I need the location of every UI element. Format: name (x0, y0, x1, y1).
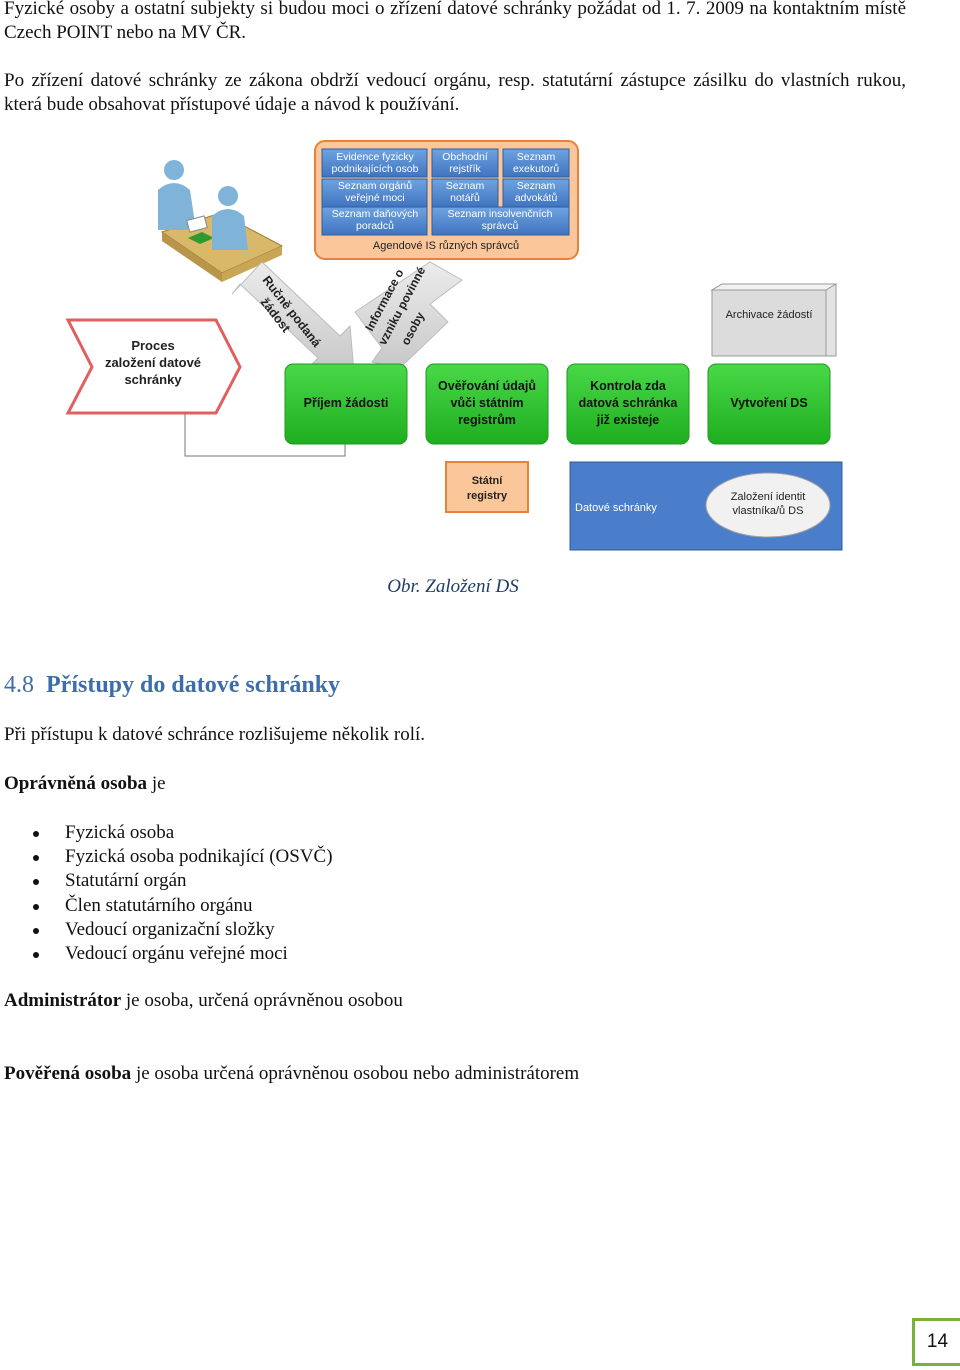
opravnena-rest: je (147, 773, 166, 794)
step-2-line3: registrům (458, 413, 516, 427)
poverena-term: Pověřená osoba (4, 1063, 132, 1084)
registry-3-line2: exekutorů (513, 163, 559, 175)
archive-label: Archivace žádostí (726, 309, 813, 321)
identity-line1: Založení identit (731, 491, 806, 503)
intro-paragraph-2: Po zřízení datové schránky ze zákona obd… (4, 70, 906, 115)
registry-2-line1: Obchodní (442, 151, 488, 163)
section-heading: 4.8 Přístupy do datové schránky (4, 672, 340, 699)
figure-caption: Obr. Založení DS (387, 576, 519, 597)
process-label-line3: schránky (124, 372, 182, 387)
administrator-rest: je osoba, určená oprávněnou osobou (121, 990, 403, 1011)
step-overovani (425, 363, 549, 445)
registry-2-line2: rejstřík (449, 163, 481, 175)
administrator-definition: Administrátor je osoba, určená oprávněno… (4, 990, 403, 1012)
opravnena-term: Oprávněná osoba (4, 773, 148, 794)
ds-process-diagram: Evidence fyzicky podnikajících osob Obch… (65, 140, 843, 551)
identity-ellipse (705, 472, 831, 538)
poverena-definition: Pověřená osoba je osoba určená oprávněno… (4, 1063, 579, 1085)
list-item: Statutární orgán (4, 869, 333, 893)
registry-7-line1: Seznam daňových (332, 208, 419, 220)
registry-5-line2: notářů (450, 192, 480, 204)
roles-list: Fyzická osoba Fyzická osoba podnikající … (4, 821, 333, 966)
section-number: 4.8 (4, 672, 34, 698)
registry-6-line2: advokátů (515, 192, 558, 204)
step-4-text: Vytvoření DS (730, 396, 807, 410)
state-registers-line1: Státní (472, 475, 504, 487)
page-number: 14 (912, 1318, 960, 1366)
step-1-text: Příjem žádosti (304, 396, 389, 410)
poverena-rest: je osoba určená oprávněnou osobou nebo a… (131, 1063, 580, 1084)
registry-5-line1: Seznam (446, 180, 485, 192)
registry-8-line2: správců (482, 220, 519, 232)
step-3-line1: Kontrola zda (590, 379, 667, 393)
step-2-line2: vůči státním (451, 396, 524, 410)
datove-schranky-label: Datové schránky (575, 502, 657, 514)
identity-line2: vlastníka/ů DS (733, 505, 804, 517)
registry-3-line1: Seznam (517, 151, 556, 163)
step-kontrola (566, 363, 690, 445)
registry-1-line2: podnikajících osob (332, 163, 419, 175)
info-arrow (354, 261, 463, 369)
list-item: Vedoucí orgánu veřejné moci (4, 942, 333, 966)
state-registers-box (445, 461, 529, 513)
roles-intro: Při přístupu k datové schránce rozlišuje… (4, 724, 426, 745)
registry-4-line1: Seznam orgánů (338, 180, 412, 192)
list-item: Fyzická osoba (4, 821, 333, 845)
registry-1-line1: Evidence fyzicky (336, 151, 414, 163)
section-title: Přístupy do datové schránky (46, 672, 341, 698)
people-at-desk-illustration (158, 160, 284, 282)
step-prijem (284, 363, 408, 445)
step-3-line3: již existeje (596, 413, 660, 427)
process-shape (65, 318, 242, 415)
step-2-line1: Ověřování údajů (438, 379, 536, 393)
registry-8-line1: Seznam insolvenčních (447, 208, 552, 220)
process-label-line2: založení datové (105, 355, 201, 370)
list-item: Vedoucí organizační složky (4, 918, 333, 942)
process-label-line1: Proces (131, 338, 174, 353)
registry-7-line2: poradců (356, 220, 394, 232)
connector-line (184, 413, 346, 457)
registry-boxes (321, 148, 570, 236)
agendove-is-label: Agendové IS různých správců (373, 240, 519, 252)
intro-paragraph-1: Fyzické osoby a ostatní subjekty si budo… (4, 0, 906, 43)
step-3-line2: datová schránka (579, 396, 679, 410)
list-item: Fyzická osoba podnikající (OSVČ) (4, 845, 333, 869)
step-vytvoreni (707, 363, 831, 445)
opravnena-definition: Oprávněná osoba je (4, 773, 166, 795)
state-registers-line2: registry (467, 490, 508, 502)
registry-4-line2: veřejné moci (345, 192, 405, 204)
registry-6-line1: Seznam (517, 180, 556, 192)
list-item: Člen statutárního orgánu (4, 894, 333, 918)
administrator-term: Administrátor (4, 990, 122, 1011)
